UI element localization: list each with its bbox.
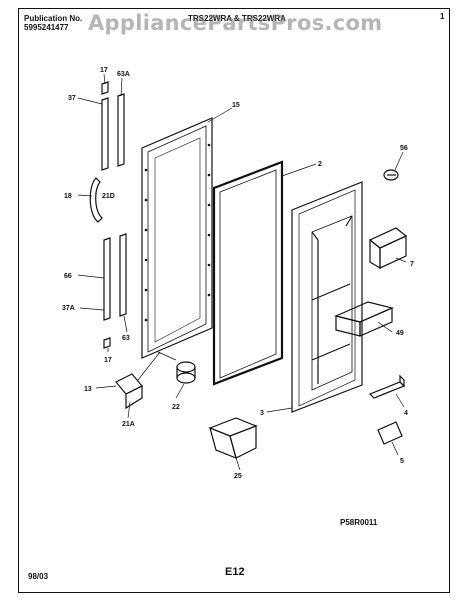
callout-4: 4 — [404, 410, 408, 417]
page-mark: 1 — [440, 12, 445, 21]
screw-part — [383, 169, 399, 181]
callout-66: 66 — [64, 273, 72, 280]
callout-56: 56 — [400, 145, 408, 152]
callout-13: 13 — [84, 386, 92, 393]
publication-label: Publication No. — [24, 14, 83, 23]
cap-part — [377, 421, 403, 445]
callout-22: 22 — [172, 404, 180, 411]
callout-7: 7 — [410, 261, 414, 268]
hinge-bushing-part — [176, 361, 196, 384]
callout-15: 15 — [232, 102, 240, 109]
hinge-part — [115, 373, 143, 410]
bracket-part — [368, 374, 406, 399]
drawing-code: P58R0011 — [340, 518, 378, 527]
door-shelf-bin — [334, 301, 394, 337]
callout-37: 37 — [68, 95, 76, 102]
callout-17-bottom: 17 — [104, 357, 112, 364]
callout-18: 18 — [64, 193, 72, 200]
callout-49: 49 — [396, 330, 404, 337]
revision-date: 98/03 — [28, 572, 49, 581]
door-liner-part — [291, 181, 363, 413]
bottom-bin-part — [208, 417, 258, 460]
callout-63: 63 — [122, 335, 130, 342]
model-number: TRS22WRA & TRS22WRA — [188, 14, 286, 23]
callout-63a: 63A — [117, 71, 130, 78]
publication-number: 5995241477 — [24, 23, 69, 32]
door-frame-part — [141, 117, 213, 359]
end-cap-part — [101, 81, 109, 95]
door-gasket-part — [212, 160, 284, 386]
callout-21d: 21D — [102, 193, 115, 200]
page-number: E12 — [225, 566, 245, 578]
handle-trim-upper — [101, 93, 125, 171]
door-handle-part — [89, 177, 103, 223]
callout-3: 3 — [260, 410, 264, 417]
callout-5: 5 — [400, 458, 404, 465]
end-cap-lower — [103, 337, 111, 349]
watermark: AppliancePartsPros.com — [88, 11, 383, 35]
callout-17-top: 17 — [100, 67, 108, 74]
callout-25: 25 — [234, 473, 242, 480]
callout-37a: 37A — [62, 305, 75, 312]
callout-2: 2 — [318, 161, 322, 168]
dairy-door-part — [368, 227, 408, 270]
drawing-sheet — [18, 8, 450, 593]
handle-trim-lower — [103, 233, 127, 321]
callout-21a: 21A — [122, 421, 135, 428]
